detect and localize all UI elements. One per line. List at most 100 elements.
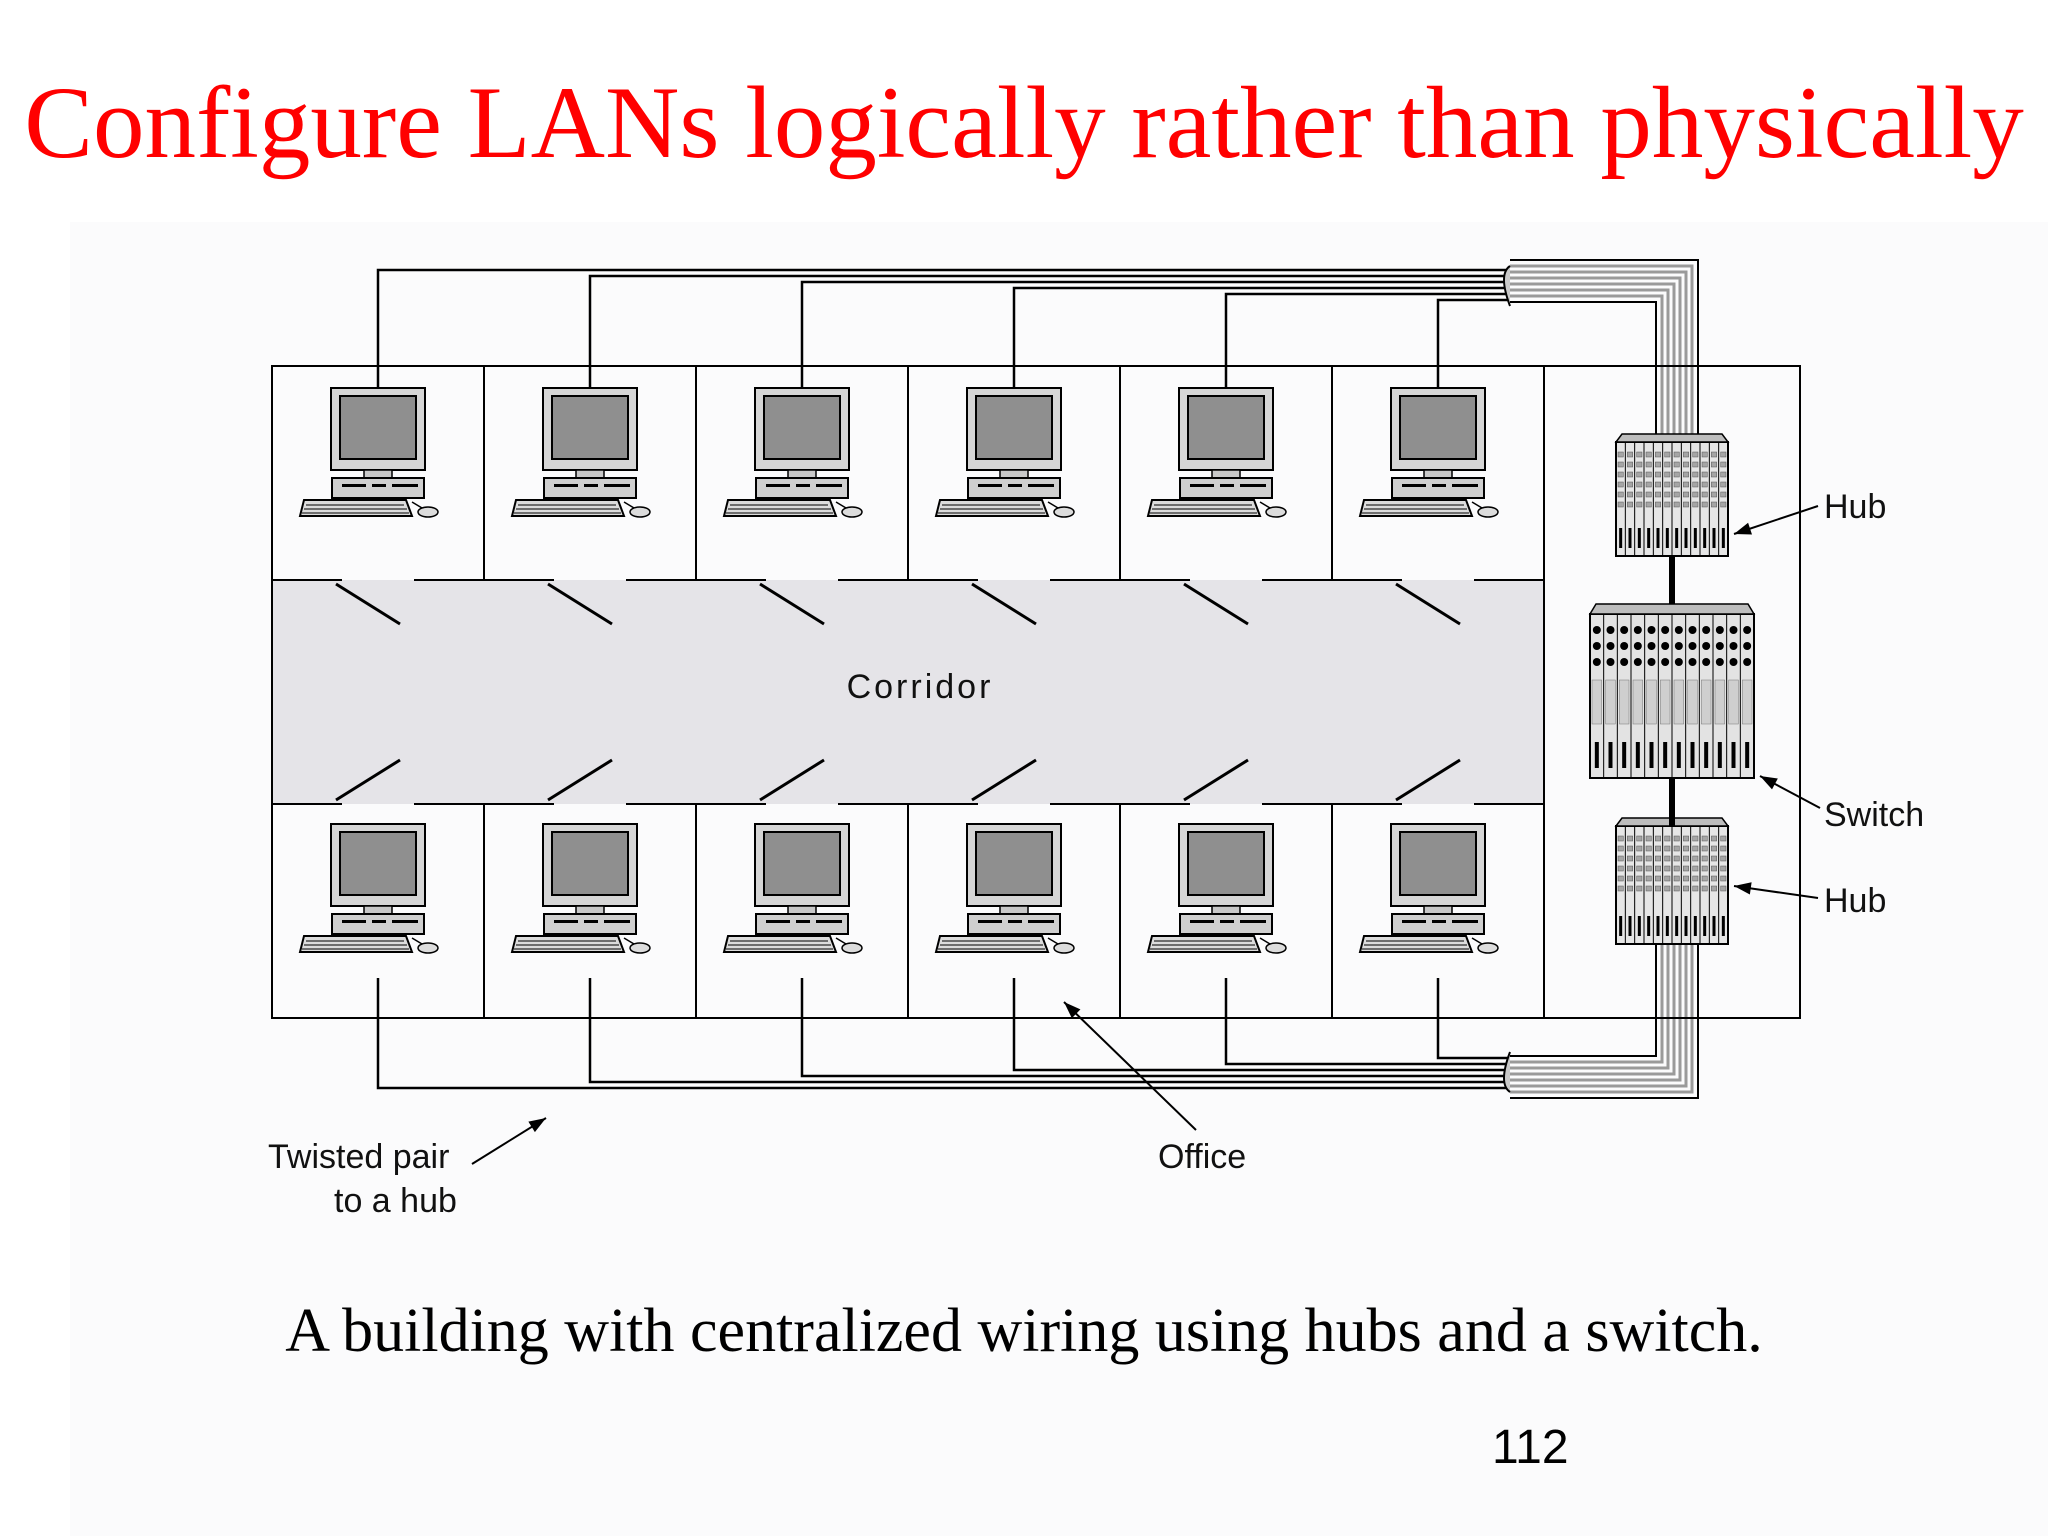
bundle-strand	[1510, 944, 1664, 1064]
hub-port	[1692, 471, 1699, 478]
door	[1183, 758, 1249, 802]
hub-top-edge	[1614, 433, 1730, 443]
switch-led	[1745, 742, 1750, 768]
hub-led	[1628, 916, 1632, 936]
corridor-label: Corridor	[847, 668, 994, 706]
hub-port	[1701, 451, 1708, 458]
switch-indicator	[1674, 626, 1683, 634]
bundle-strand	[1510, 944, 1682, 1082]
switch-indicator	[1647, 642, 1656, 650]
twisted-pair-wire	[1012, 286, 1510, 414]
hub-led	[1675, 916, 1679, 936]
hub-port	[1664, 875, 1671, 882]
switch-indicator	[1743, 658, 1752, 666]
hub-bottom-label: Hub	[1824, 882, 1886, 920]
twisted-pair-arrow	[471, 1117, 547, 1165]
switch-indicator	[1606, 626, 1615, 634]
switch-indicator	[1606, 658, 1615, 666]
building-outline	[271, 365, 1801, 1019]
hub-port	[1627, 491, 1633, 498]
bundle-strand	[1510, 944, 1694, 1094]
hub-port	[1720, 491, 1727, 498]
twisted-pair-wire	[1012, 978, 1510, 1072]
hub-port	[1627, 471, 1633, 478]
hub-port	[1711, 845, 1717, 852]
hub-port	[1655, 501, 1661, 508]
switch-indicator	[1647, 626, 1656, 634]
hub-port	[1692, 865, 1699, 872]
switch-indicator	[1620, 642, 1629, 650]
hub-port	[1720, 865, 1727, 872]
switch-label: Switch	[1824, 796, 1924, 834]
door	[1183, 582, 1249, 626]
hub-port	[1636, 451, 1643, 458]
hub-port	[1664, 885, 1671, 892]
hub-port	[1645, 845, 1652, 852]
switch-led	[1690, 742, 1695, 768]
hub-port	[1617, 471, 1624, 478]
switch-port-block	[1632, 679, 1643, 725]
hub-port	[1655, 471, 1661, 478]
cable-bundle-top	[1503, 259, 1699, 442]
hub-port	[1711, 481, 1717, 488]
door	[1395, 582, 1461, 626]
hub-port	[1655, 875, 1661, 882]
door	[759, 582, 825, 626]
switch-led	[1622, 742, 1627, 768]
hub-port	[1711, 471, 1717, 478]
hub-port	[1673, 481, 1680, 488]
office-computer-top	[299, 387, 439, 518]
hub-port	[1617, 855, 1624, 862]
bundle-strand	[1510, 259, 1699, 442]
hub-bottom	[1614, 817, 1730, 945]
hub-port	[1701, 461, 1708, 468]
door	[759, 758, 825, 802]
hub-port	[1627, 845, 1633, 852]
switch-led	[1731, 742, 1736, 768]
arrow-head	[1064, 1002, 1081, 1019]
switch-port-block	[1646, 679, 1657, 725]
twisted-pair-label: Twisted pair	[268, 1138, 449, 1176]
hub-port	[1617, 865, 1624, 872]
hub-port	[1636, 835, 1643, 842]
hub-port	[1720, 845, 1727, 852]
hub-port	[1617, 491, 1624, 498]
switch-indicator	[1661, 658, 1670, 666]
hub-port	[1720, 481, 1727, 488]
office-arrow	[1063, 1001, 1197, 1131]
hub-port	[1720, 885, 1727, 892]
hub-port	[1645, 491, 1652, 498]
hub-port	[1655, 491, 1661, 498]
hub-port	[1683, 491, 1689, 498]
switch-indicator	[1715, 658, 1724, 666]
switch-indicator	[1620, 626, 1629, 634]
hub-port	[1711, 865, 1717, 872]
switch-led	[1649, 742, 1654, 768]
bundle-strand	[1510, 944, 1676, 1076]
hub-port	[1683, 855, 1689, 862]
office-computer-top	[511, 387, 651, 518]
hub-port	[1636, 471, 1643, 478]
switch-indicator	[1715, 626, 1724, 634]
bundle-end	[1503, 265, 1511, 307]
hub-port	[1664, 855, 1671, 862]
door	[1395, 758, 1461, 802]
twisted-pair-wire	[588, 978, 1510, 1084]
hub-port	[1673, 855, 1680, 862]
hub-port	[1683, 885, 1689, 892]
switch-port-block	[1591, 679, 1602, 725]
hub-port	[1683, 481, 1689, 488]
diagram-labels: Corridor Hub Switch Hub Office Twisted p…	[268, 488, 1924, 1220]
hub-port	[1655, 461, 1661, 468]
hub-port	[1673, 451, 1680, 458]
hub-port	[1645, 501, 1652, 508]
hub-port	[1673, 471, 1680, 478]
switch-indicator	[1592, 658, 1601, 666]
arrow-head	[1760, 776, 1778, 790]
switch	[1588, 603, 1756, 779]
hub-port	[1701, 885, 1708, 892]
hub-port	[1636, 845, 1643, 852]
hub-port	[1701, 845, 1708, 852]
switch-arrow	[1759, 775, 1821, 809]
hub-port	[1711, 855, 1717, 862]
